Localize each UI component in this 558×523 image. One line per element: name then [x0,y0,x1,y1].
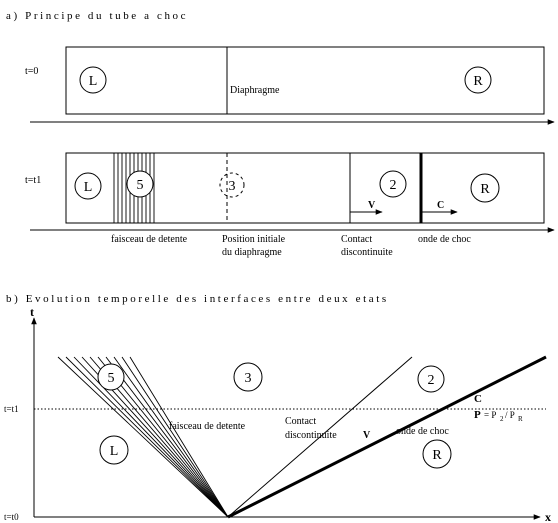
velocity-v-label: V [368,200,376,211]
region-l-label: L [89,74,98,89]
pressure-subr: R [518,415,523,423]
velocity-v-label-b: V [363,430,371,441]
pressure-slash: / P [505,410,515,420]
region-r-label-t1: R [480,182,490,197]
tube-t0 [65,46,545,115]
region-l-circle [79,66,107,94]
region-5-circle [126,170,154,198]
region-3-circle-b [233,362,263,392]
pressure-ratio: P = P 2 / P R [474,409,523,423]
region-l-label-b: L [110,444,119,459]
region-r-circle-b [422,439,452,469]
expansion-fan-rays [57,356,229,518]
label-shock-b: onde de choc [396,426,449,437]
t1-label: t=t1 [25,175,41,186]
shock-c-label: C [474,393,482,405]
region-l-label-t1: L [84,180,93,195]
tube-t1 [65,152,545,224]
contact-line-b [227,356,413,518]
label-initial-line2: du diaphragme [222,247,282,258]
region-5-label-b: 5 [108,371,115,386]
part-b-title: b) Evolution temporelle des interfaces e… [6,293,389,305]
t1-axis-label: t=t1 [4,404,19,414]
label-fan-b: faisceau de detente [169,421,246,432]
label-initial-line1: Position initiale [222,234,286,245]
region-2-label: 2 [390,178,397,193]
x-axis-label: x [545,510,551,523]
shock-line-b [227,355,547,519]
region-3-circle [219,172,245,198]
region-2-label-b: 2 [428,373,435,388]
part-a-title: a) Principe du tube a choc [6,10,188,22]
label-contact-b-line2: discontinuite [285,430,337,441]
region-2-circle [379,170,407,198]
region-3-label: 3 [229,179,236,194]
t0-axis-label: t=t0 [4,512,19,522]
region-r-label: R [473,74,483,89]
pressure-p: P [474,409,481,421]
label-contact-b-line1: Contact [285,416,316,427]
t0-label: t=0 [25,66,38,77]
region-l-circle-b [99,435,129,465]
label-contact-line1: Contact [341,234,372,245]
t-axis-label: t [30,305,34,319]
region-r-circle [464,66,492,94]
region-r-circle-t1 [470,173,500,203]
diaphragm-label: Diaphragme [230,85,280,96]
region-l-circle-t1 [74,172,102,200]
label-fan-a: faisceau de detente [111,234,188,245]
pressure-sub2: 2 [500,415,504,423]
region-3-label-b: 3 [245,371,252,386]
pressure-eq: = P [484,410,496,420]
region-5-circle-b [97,363,125,391]
label-shock-a: onde de choc [418,234,471,245]
region-2-circle-b [417,365,445,393]
label-contact-line2: discontinuite [341,247,393,258]
region-r-label-b: R [432,448,442,463]
region-5-label: 5 [137,178,144,193]
velocity-c-label: C [437,200,444,211]
